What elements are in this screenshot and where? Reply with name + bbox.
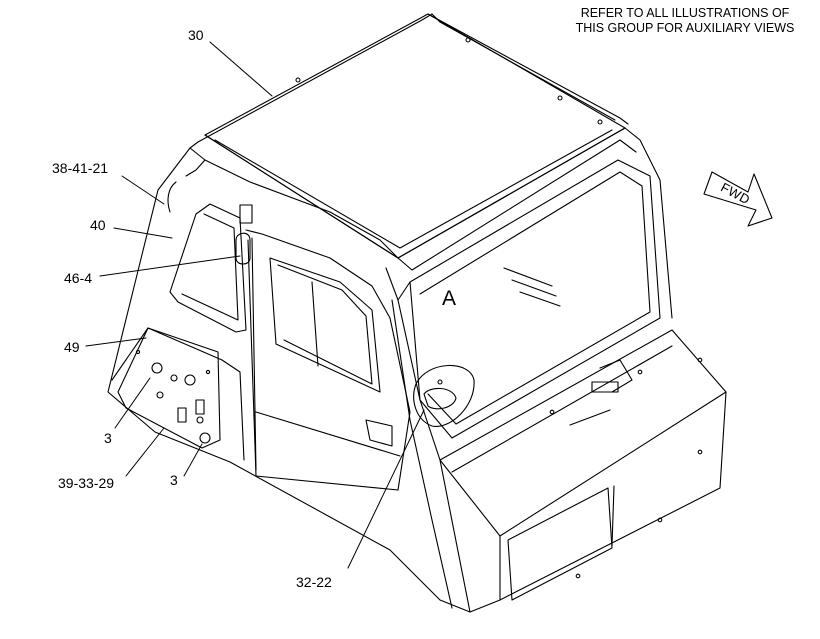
rear-view-mirror [413,364,475,427]
front-windshield [397,127,673,439]
leader-lines [85,41,425,569]
callout-32-22: 32-22 [296,574,332,590]
callout-3-upper: 3 [104,430,112,446]
callout-39-33-29: 39-33-29 [58,475,115,491]
callout-40: 40 [90,217,106,233]
reference-note-line-1: REFER TO ALL ILLUSTRATIONS OF [580,6,790,20]
left-side-wall [107,141,471,613]
callout-38-41-21: 38-41-21 [52,160,109,176]
callout-3-lower: 3 [170,472,178,488]
front-corner-pillar [385,267,471,613]
forward-arrow-icon [703,171,773,227]
reference-note: REFER TO ALL ILLUSTRATIONS OF THIS GROUP… [560,6,810,36]
callout-46-4: 46-4 [64,270,93,286]
callout-49: 49 [64,339,80,355]
door [235,204,411,491]
roof-panel [197,13,629,259]
front-lower-console [439,329,727,613]
rear-access-panel [117,327,221,449]
callout-30: 30 [188,27,204,43]
view-a-label: A [442,287,457,310]
reference-note-line-2: THIS GROUP FOR AUXILIARY VIEWS [575,21,795,35]
